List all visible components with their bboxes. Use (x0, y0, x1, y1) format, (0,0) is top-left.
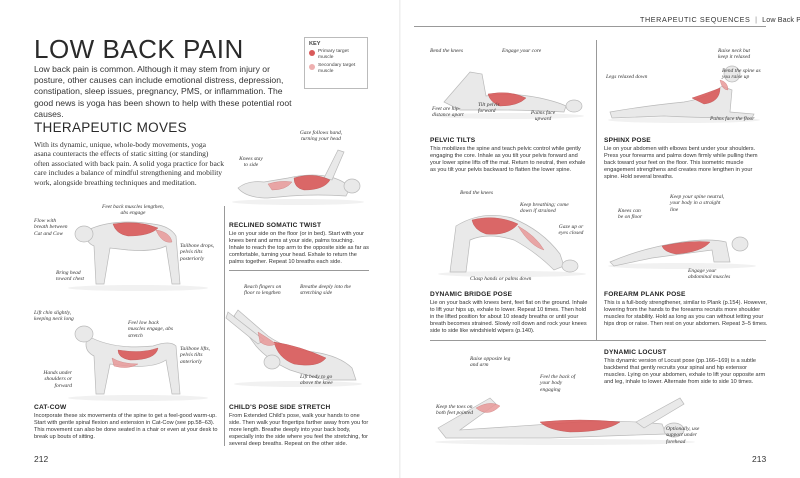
page-number-left: 212 (34, 454, 49, 464)
annotation-cow-flow: Flow with breath between Cat and Cow (34, 218, 68, 237)
annotation-child-reach: Reach fingers on floor to lengthen (244, 284, 282, 297)
column-divider-right (596, 40, 597, 340)
page-title: LOW BACK PAIN (34, 34, 244, 64)
annotation-locust-back: Feel the back of your body engaging (540, 374, 576, 393)
key-item-primary: Primary target muscle (309, 49, 363, 61)
annotation-plank-abs: Engage your abdominal muscles (688, 268, 731, 281)
page-number-right: 213 (752, 454, 767, 464)
pose-title-twist: RECLINED SOMATIC TWIST (229, 222, 322, 229)
annotation-locust-toes: Keep the toes on both feet pointed (436, 404, 473, 417)
column-divider-left (224, 206, 225, 446)
annotation-bridge-breath: Keep breathing; come down if strained (520, 202, 569, 215)
forearm-plank-illustration (608, 236, 756, 269)
pose-body-child: From Extended Child's pose, walk your ha… (229, 413, 369, 447)
annotation-cat-back: Feel low back muscles engage, abs stretc… (128, 320, 174, 339)
key-label-secondary: Secondary target muscle (318, 63, 356, 74)
divider-bridge-locust (430, 340, 766, 341)
annotation-child-hips: Lift body to go above the knee (300, 374, 333, 387)
annotation-pelvic-bend: Bend the knees (430, 48, 463, 54)
annotation-sphinx-palms: Palms face the floor (710, 116, 755, 122)
intro-paragraph: Low back pain is common. Although it may… (34, 64, 292, 119)
pose-body-cat-cow: Incorporate these six movements of the s… (34, 413, 218, 440)
dynamic-locust-illustration (435, 397, 695, 445)
annotation-bridge-gaze: Gaze up or eyes closed (558, 224, 584, 237)
key-title: KEY (309, 41, 321, 47)
annotation-plank-spine: Keep your spine neutral, your body in a … (670, 194, 725, 213)
cat-pose-illustration (68, 325, 208, 401)
annotation-pelvic-core: Engage your core (502, 48, 542, 54)
running-header: THERAPEUTIC SEQUENCES | Low Back Pain (640, 15, 800, 24)
annotation-cat-tail: Tailbone lifts, pelvis tilts anteriorly (180, 346, 211, 365)
annotation-cat-chin: Lift chin slightly, keeping neck long (34, 310, 74, 323)
annotation-cow-tail: Tailbone drops, pelvis tilts posteriorly (180, 243, 215, 262)
pose-body-pelvic: This mobilizes the spine and teach pelvi… (430, 146, 586, 173)
annotation-locust-raise: Raise opposite leg and arm (470, 356, 511, 369)
header-section: THERAPEUTIC SEQUENCES (640, 15, 751, 24)
pose-body-locust: This dynamic version of Locust pose (pp.… (604, 358, 766, 385)
muscle-key: KEY Primary target muscle Secondary targ… (304, 37, 368, 89)
annotation-cow-feet: Feet back muscles lengthen, abs engage (102, 204, 165, 217)
section-subheading: THERAPEUTIC MOVES (34, 120, 187, 135)
pose-body-twist: Lie on your side on the floor (or in bed… (229, 231, 369, 265)
header-page-title: Low Back Pain (762, 15, 800, 24)
annotation-twist-gaze: Gaze follows hand, turning your head (299, 130, 343, 143)
annotation-plank-knees: Knees can be on floor (618, 208, 643, 221)
annotation-locust-forehead: Optionally, use support under forehead (666, 426, 700, 445)
pose-title-locust: DYNAMIC LOCUST (604, 349, 667, 356)
annotation-bridge-clasp: Clasp hands or palms down (470, 276, 532, 282)
primary-muscle-swatch (309, 50, 315, 56)
childs-pose-illustration (225, 309, 362, 387)
annotation-sphinx-legs: Legs relaxed down (606, 74, 648, 80)
annotation-child-breathe: Breathe deeply into the stretching side (300, 284, 351, 297)
page-gutter (399, 0, 401, 478)
annotation-sphinx-bend: Bend the spine as you raise up (722, 68, 761, 81)
pose-title-plank: FOREARM PLANK POSE (604, 291, 686, 298)
pose-body-plank: This is a full-body strengthener, simila… (604, 300, 768, 327)
pose-body-sphinx: Lie on your abdomen with elbows bent und… (604, 146, 758, 180)
annotation-pelvic-feet: Feet are hip-distance apart (432, 106, 464, 119)
key-label-primary: Primary target muscle (318, 49, 349, 60)
pose-title-bridge: DYNAMIC BRIDGE POSE (430, 291, 513, 298)
cow-pose-illustration (68, 221, 208, 291)
annotation-cat-hands: Hands under shoulders or forward (43, 370, 72, 389)
annotation-pelvic-tilt: Tilt pelvis forward (478, 102, 500, 115)
pose-title-cat-cow: CAT-COW (34, 404, 67, 411)
annotation-bridge-knees: Bend the knees (460, 190, 493, 196)
divider-twist-child (229, 270, 369, 271)
header-rule (414, 26, 766, 27)
annotation-sphinx-raise: Raise neck but keep it relaxed (718, 48, 751, 61)
header-separator: | (755, 15, 758, 24)
annotation-cow-head: Bring head toward chest (56, 270, 85, 283)
key-item-secondary: Secondary target muscle (309, 63, 363, 75)
sphinx-pose-illustration (608, 65, 760, 123)
secondary-muscle-swatch (309, 64, 315, 70)
pose-title-pelvic: PELVIC TILTS (430, 137, 476, 144)
annotation-twist-knees: Knees stay to side (239, 156, 263, 169)
bridge-pose-illustration (438, 215, 586, 277)
pelvic-tilt-illustration (436, 71, 584, 119)
pose-title-sphinx: SPHINX POSE (604, 137, 651, 144)
annotation-pelvic-palms: Palms face upward (530, 110, 556, 123)
pose-title-child: CHILD'S POSE SIDE STRETCH (229, 404, 331, 411)
moves-paragraph: With its dynamic, unique, whole-body mov… (34, 140, 224, 187)
pose-body-bridge: Lie on your back with knees bent, feet f… (430, 300, 588, 334)
reclined-twist-illustration (232, 149, 364, 205)
